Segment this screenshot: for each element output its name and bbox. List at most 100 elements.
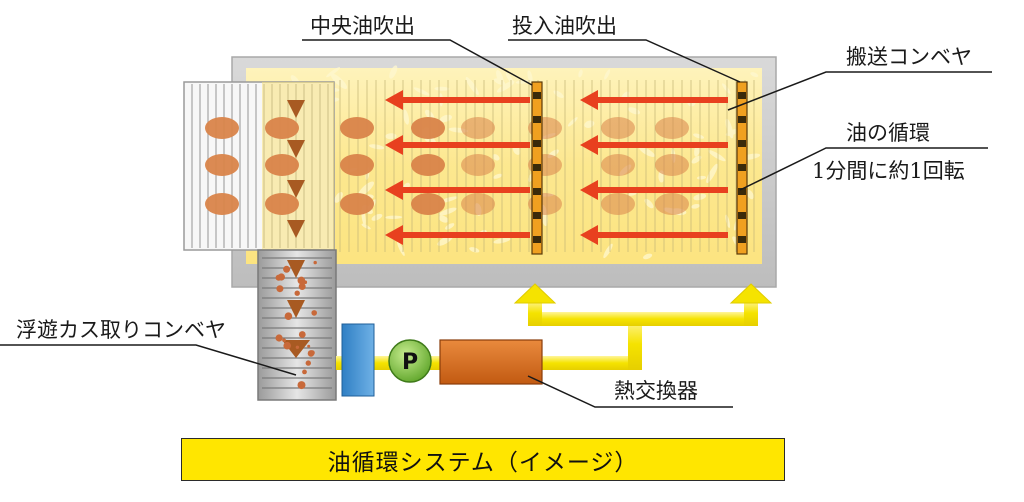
filter-unit <box>341 323 375 397</box>
product-patty <box>601 154 635 176</box>
oil-streak <box>750 72 759 78</box>
oil-streak <box>643 253 653 260</box>
down-arrow-icon <box>287 180 305 198</box>
debris-bit <box>305 360 311 366</box>
oil-streak <box>371 213 383 221</box>
flow-arrow-shaft <box>399 187 530 193</box>
debris-bit <box>284 312 293 321</box>
oil-streak <box>358 181 375 197</box>
nozzle <box>738 164 746 171</box>
down-arrow-icon <box>287 100 305 118</box>
nozzle <box>738 140 746 147</box>
debris-bit <box>295 345 300 349</box>
oil-streak <box>639 146 655 157</box>
oil-streak <box>696 175 707 180</box>
label-conveyor: 搬送コンベヤ <box>846 45 972 69</box>
oil-streak <box>445 223 455 230</box>
label-heat-exchanger: 熱交換器 <box>614 379 698 403</box>
oil-streak <box>644 198 654 209</box>
label-input-oil-outlet: 投入油吹出 <box>512 14 617 38</box>
oil-streak <box>708 150 726 162</box>
nozzle <box>533 212 541 219</box>
product-patty <box>411 154 445 176</box>
product-patty <box>461 154 495 176</box>
debris-bit <box>311 310 318 316</box>
label-oil-circulation-rate: 1分間に約1回転 <box>812 159 965 183</box>
oil-streak <box>434 86 450 91</box>
input-oil-nozzle-bar <box>736 81 748 255</box>
callout-lines <box>0 39 992 408</box>
pump: P <box>388 339 432 383</box>
nozzle <box>533 236 541 243</box>
oil-streak <box>413 87 430 96</box>
left-arrow-icon <box>580 225 598 245</box>
up-arrow-icon <box>513 283 557 304</box>
nozzle <box>738 212 746 219</box>
oil-streak <box>691 155 702 164</box>
floating-debris-conveyor-unit <box>257 100 337 401</box>
oil-streak <box>326 67 341 78</box>
oil-streak <box>493 173 503 179</box>
product-patty <box>340 193 374 215</box>
oil-streak <box>512 145 521 155</box>
oil-streak <box>527 70 533 83</box>
oil-streak <box>691 203 700 209</box>
product-patty <box>601 193 635 215</box>
product-patty <box>265 154 299 176</box>
heat-exchanger-unit <box>439 339 543 385</box>
oil-streak <box>496 80 515 93</box>
oil-streak <box>693 133 705 139</box>
product-patty <box>411 193 445 215</box>
product-patty <box>265 117 299 139</box>
product-patty <box>205 117 239 139</box>
oil-streak <box>438 215 449 223</box>
oil-streak <box>389 65 398 79</box>
flow-arrow-shaft <box>594 232 728 238</box>
left-arrow-icon <box>385 225 403 245</box>
product-patty <box>340 154 374 176</box>
debris-bit <box>297 276 306 285</box>
debris-bit <box>307 344 311 348</box>
oil-streak <box>369 144 385 150</box>
center-oil-nozzle-bar <box>531 81 543 255</box>
debris-bit <box>283 341 292 350</box>
conveyor-slats <box>339 80 755 252</box>
nozzle <box>533 188 541 195</box>
product-patty <box>205 154 239 176</box>
flow-arrow-shaft <box>399 97 530 103</box>
oil-streak <box>505 72 514 85</box>
debris-bit <box>302 369 307 375</box>
debris-bit <box>283 265 291 273</box>
nozzle <box>533 140 541 147</box>
nozzle <box>533 116 541 123</box>
debris-bit <box>313 260 317 265</box>
flow-arrow-shaft <box>399 232 530 238</box>
oil-streak <box>492 154 500 161</box>
down-arrow-icon <box>287 260 305 278</box>
product-patty <box>655 154 689 176</box>
product-patty <box>655 117 689 139</box>
left-arrow-icon <box>580 180 598 200</box>
nozzle <box>738 236 746 243</box>
debris-bit <box>298 283 306 290</box>
product-patty <box>461 193 495 215</box>
product-patty <box>601 117 635 139</box>
label-center-oil-outlet: 中央油吹出 <box>310 14 415 38</box>
flow-arrow-shaft <box>399 142 530 148</box>
oil-streak <box>722 83 731 94</box>
nozzle <box>738 188 746 195</box>
label-floating-debris-conveyor: 浮遊カス取りコンベヤ <box>16 318 226 342</box>
debris-bit <box>276 285 284 293</box>
debris-bit <box>282 338 286 343</box>
oil-flow-arrows <box>385 90 728 245</box>
oil-streak <box>469 247 480 253</box>
nozzle <box>738 116 746 123</box>
left-arrow-icon <box>385 135 403 155</box>
debris-bit <box>297 381 306 390</box>
down-arrow-icon <box>287 140 305 158</box>
flow-arrow-shaft <box>594 97 728 103</box>
debris-bit <box>277 273 285 281</box>
oil-streak <box>440 114 452 123</box>
caption-text: 油循環システム（イメージ） <box>327 449 639 476</box>
